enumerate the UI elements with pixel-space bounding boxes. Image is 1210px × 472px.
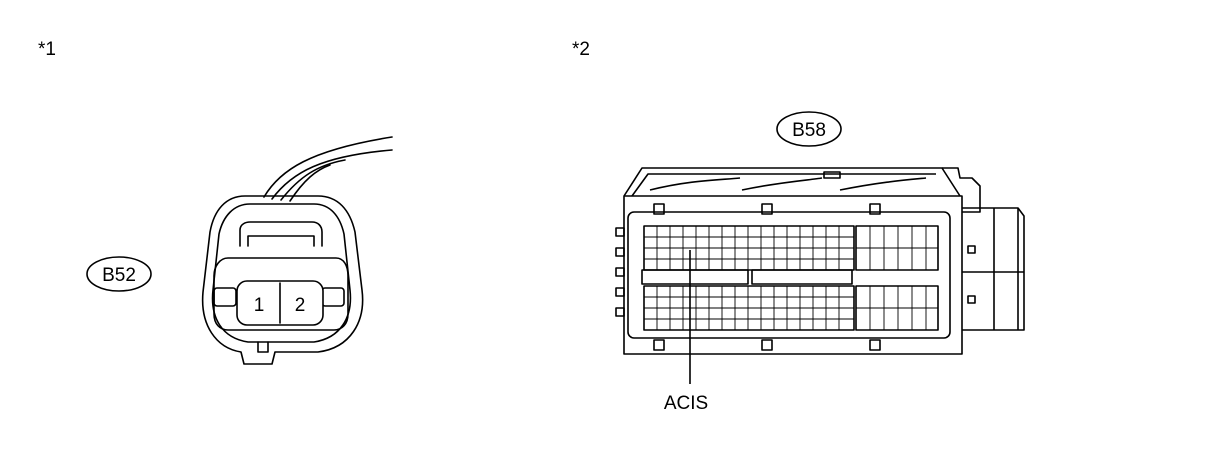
b52-housing bbox=[201, 195, 364, 365]
b58-label: B58 bbox=[792, 120, 826, 141]
b52-label: B52 bbox=[102, 265, 136, 286]
b52-pin-2: 2 bbox=[295, 295, 306, 316]
view-marker-1: *1 bbox=[38, 39, 56, 60]
b58-pin-grid bbox=[644, 226, 938, 330]
connector-b58 bbox=[615, 167, 1025, 355]
b58-label-bubble bbox=[776, 111, 842, 147]
b52-wire-harness bbox=[263, 136, 393, 202]
connector-b52 bbox=[201, 136, 393, 365]
acis-callout-label: ACIS bbox=[664, 393, 708, 414]
b52-pin-1: 1 bbox=[254, 295, 265, 316]
view-marker-2: *2 bbox=[572, 39, 590, 60]
b52-label-bubble bbox=[86, 256, 152, 292]
